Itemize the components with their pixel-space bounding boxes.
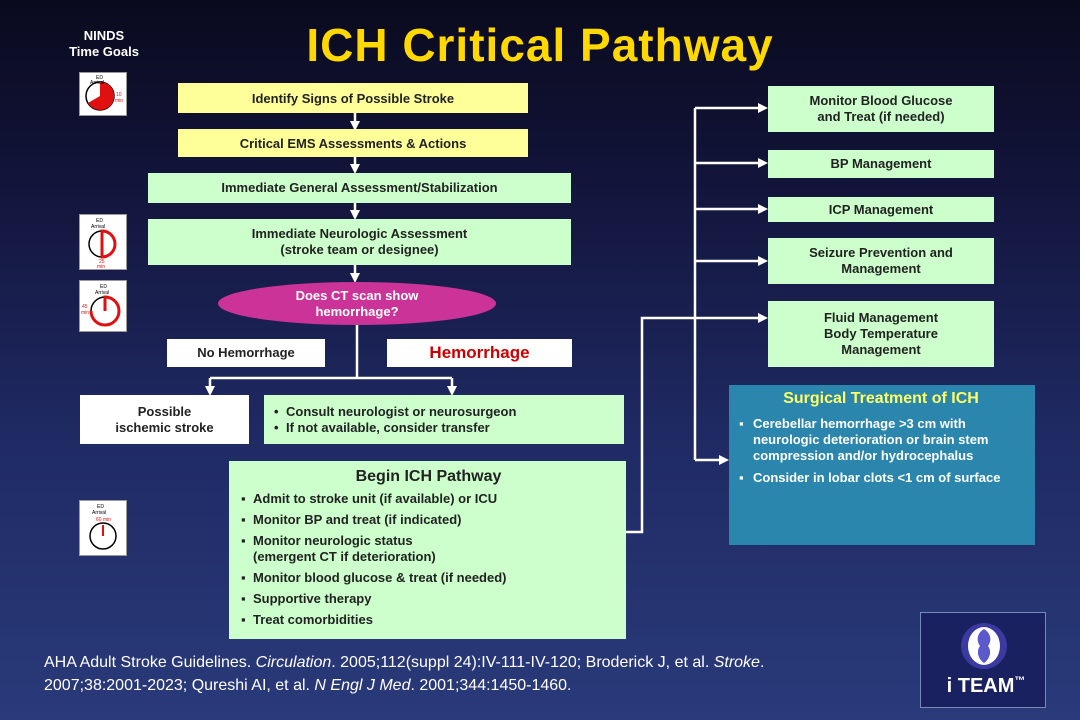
list-item: Admit to stroke unit (if available) or I…: [241, 491, 616, 507]
no-hemorrhage-label: No Hemorrhage: [167, 339, 325, 367]
svg-text:60 min: 60 min: [96, 517, 111, 523]
clock-60-icon: ED Arrival 60 min: [79, 500, 127, 556]
svg-text:10: 10: [116, 92, 122, 98]
svg-text:min: min: [97, 264, 105, 269]
page-title: ICH Critical Pathway: [306, 19, 774, 71]
hemorrhage-label: Hemorrhage: [387, 339, 572, 367]
general-assessment-box: Immediate General Assessment/Stabilizati…: [148, 173, 571, 203]
begin-ich-heading: Begin ICH Pathway: [355, 468, 502, 485]
surgical-treatment-box: Surgical Treatment of ICH Cerebellar hem…: [729, 385, 1035, 545]
svg-text:min: min: [81, 310, 89, 316]
svg-text:min: min: [115, 98, 123, 104]
trademark: ™: [1014, 675, 1026, 687]
seizure-management-box: Seizure Prevention and Management: [768, 238, 994, 284]
ninds-time-goals-label: NINDS Time Goals: [69, 28, 139, 59]
clock-45-icon: ED Arrival 45 min: [79, 280, 127, 332]
svg-text:ED: ED: [97, 504, 104, 510]
identify-stroke-box: Identify Signs of Possible Stroke: [178, 83, 528, 113]
list-item: Monitor blood glucose & treat (if needed…: [241, 570, 616, 586]
list-item: If not available, consider transfer: [274, 420, 516, 436]
iteam-logo: i TEAM™: [920, 612, 1046, 708]
svg-text:Arrival: Arrival: [95, 290, 109, 296]
list-item: Supportive therapy: [241, 591, 616, 607]
list-item: Cerebellar hemorrhage >3 cm with neurolo…: [739, 416, 1023, 464]
ct-hemorrhage-decision: Does CT scan show hemorrhage?: [218, 282, 496, 325]
svg-text:ED: ED: [96, 218, 103, 224]
svg-text:Arrival: Arrival: [92, 510, 106, 516]
list-item: Treat comorbidities: [241, 612, 616, 628]
icp-management-box: ICP Management: [768, 197, 994, 222]
list-item: Monitor BP and treat (if indicated): [241, 512, 616, 528]
list-item: Consider in lobar clots <1 cm of surface: [739, 470, 1023, 486]
neurologic-assessment-box: Immediate Neurologic Assessment (stroke …: [148, 219, 571, 265]
clock-25-icon: ED Arrival 25 min: [79, 214, 127, 270]
svg-text:Arrival: Arrival: [90, 80, 104, 86]
consult-box: Consult neurologist or neurosurgeon If n…: [264, 395, 624, 444]
ems-assessment-box: Critical EMS Assessments & Actions: [178, 129, 528, 157]
fluid-temperature-box: Fluid Management Body Temperature Manage…: [768, 301, 994, 367]
brain-logo-icon: [961, 623, 1007, 669]
surgical-heading: Surgical Treatment of ICH: [783, 390, 979, 407]
svg-text:Arrival: Arrival: [91, 224, 105, 230]
list-item: Monitor neurologic status (emergent CT i…: [241, 533, 616, 565]
list-item: Consult neurologist or neurosurgeon: [274, 404, 516, 420]
connector-ich-to-management: [626, 316, 695, 534]
ischemic-stroke-box: Possible ischemic stroke: [80, 395, 249, 444]
clock-10-icon: ED Arrival 10 min: [79, 72, 127, 116]
begin-ich-pathway-box: Begin ICH Pathway Admit to stroke unit (…: [229, 461, 626, 639]
reference-citation: AHA Adult Stroke Guidelines. Circulation…: [44, 654, 765, 694]
svg-text:ED: ED: [100, 284, 107, 290]
logo-text: i TEAM: [946, 675, 1015, 697]
bp-management-box: BP Management: [768, 150, 994, 178]
glucose-management-box: Monitor Blood Glucose and Treat (if need…: [768, 86, 994, 132]
svg-text:25: 25: [99, 259, 105, 265]
svg-text:45: 45: [82, 304, 88, 310]
svg-text:ED: ED: [96, 75, 103, 81]
